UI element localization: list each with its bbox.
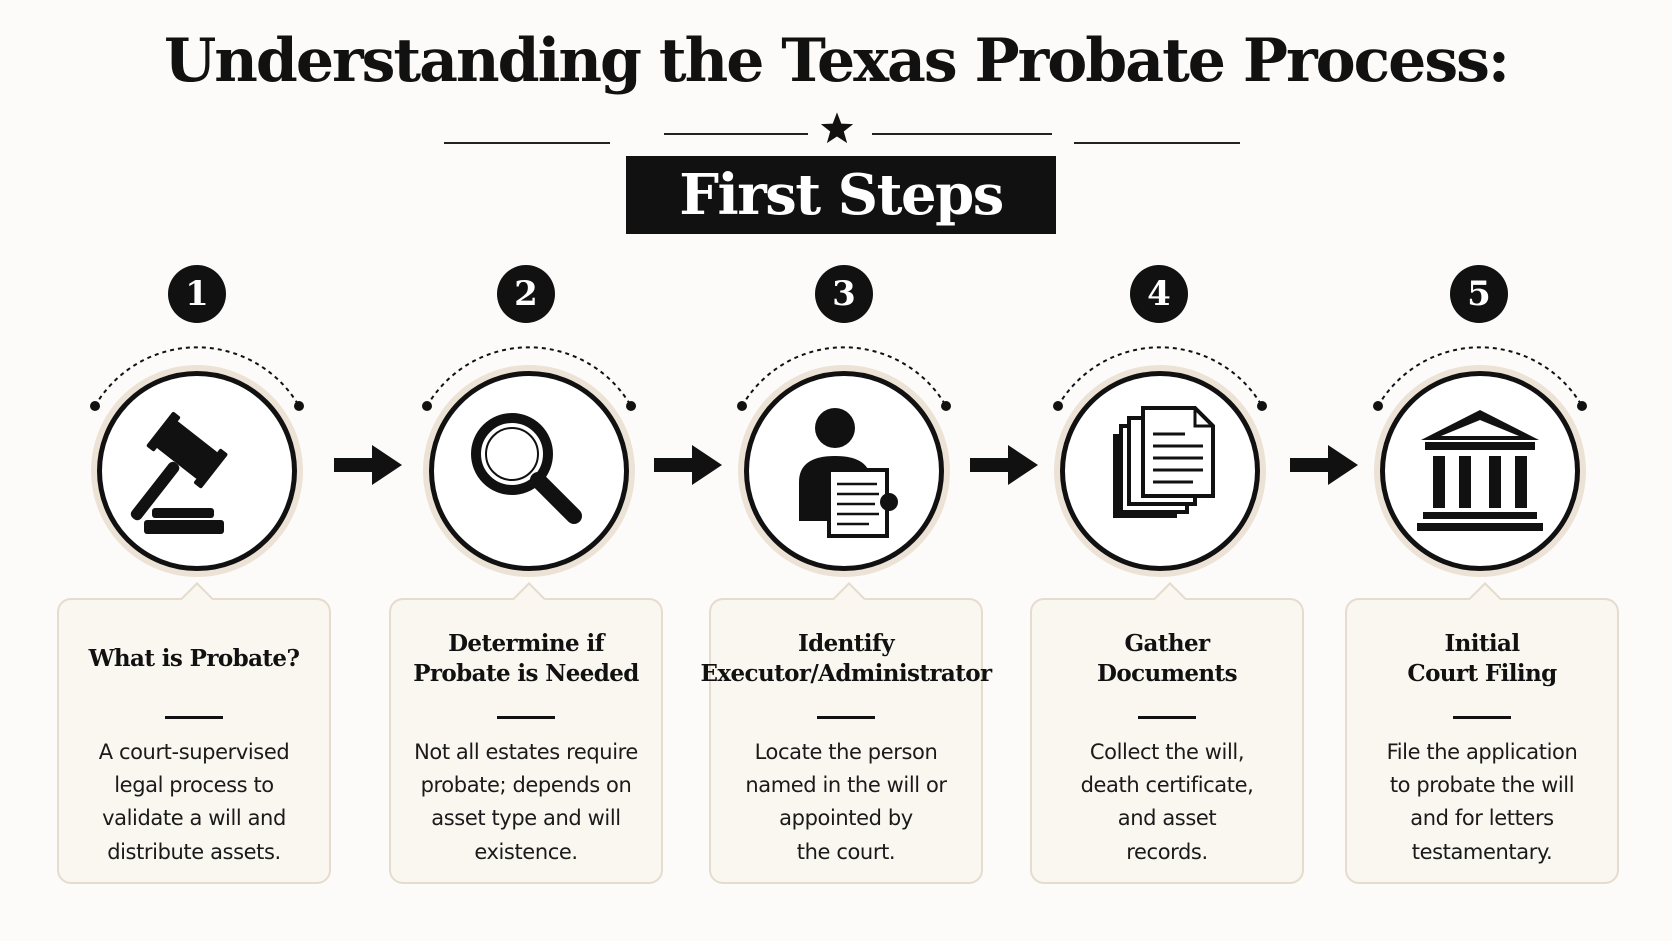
step-title: Identify Executor/Administrator bbox=[700, 630, 992, 687]
step-card: Initial Court Filing File the applicatio… bbox=[1345, 582, 1619, 884]
step-icon-circle bbox=[429, 371, 629, 571]
star-icon bbox=[820, 112, 854, 144]
step-description: Locate the person named in the will or a… bbox=[745, 740, 947, 864]
title-rule bbox=[497, 716, 555, 719]
page-title: Understanding the Texas Probate Process: bbox=[163, 26, 1510, 96]
magnifying-glass-icon bbox=[471, 413, 582, 524]
dotted-arc bbox=[1053, 346, 1267, 411]
dotted-arc bbox=[737, 346, 951, 411]
step-number-badge: 5 bbox=[1450, 265, 1508, 323]
step-description: File the application to probate the will… bbox=[1386, 740, 1578, 864]
step-icon-circle bbox=[744, 371, 944, 571]
arrow-right-icon bbox=[334, 445, 402, 485]
step-card: Identify Executor/Administrator Locate t… bbox=[700, 582, 992, 884]
dotted-arc bbox=[1373, 346, 1587, 411]
subtitle-banner: First Steps bbox=[626, 156, 1056, 234]
step-number-badge: 2 bbox=[497, 265, 555, 323]
step-title: What is Probate? bbox=[88, 645, 300, 673]
divider-line-left-outer bbox=[444, 142, 610, 144]
arrow-right-icon bbox=[970, 445, 1038, 485]
subtitle: First Steps bbox=[679, 162, 1004, 228]
documents-stack-icon bbox=[1113, 406, 1215, 518]
dotted-arc bbox=[90, 346, 304, 411]
dotted-arc bbox=[422, 346, 636, 411]
step-card: Determine if Probate is Needed Not all e… bbox=[389, 582, 663, 884]
step-description: A court-supervised legal process to vali… bbox=[98, 740, 290, 864]
step-number-badge: 3 bbox=[815, 265, 873, 323]
step-description: Not all estates require probate; depends… bbox=[414, 740, 638, 864]
step-title: Initial Court Filing bbox=[1407, 630, 1557, 687]
step-card: Gather Documents Collect the will, death… bbox=[1030, 582, 1304, 884]
courthouse-icon bbox=[1417, 410, 1543, 531]
person-with-document-icon bbox=[799, 408, 898, 538]
title-rule bbox=[165, 716, 223, 719]
divider-line-right-outer bbox=[1074, 142, 1240, 144]
title-rule bbox=[817, 716, 875, 719]
arrow-right-icon bbox=[1290, 445, 1358, 485]
step-title: Gather Documents bbox=[1097, 630, 1237, 687]
step-number-badge: 1 bbox=[168, 265, 226, 323]
step-description: Collect the will, death certificate, and… bbox=[1080, 740, 1254, 864]
title-rule bbox=[1138, 716, 1196, 719]
step-icon-circle bbox=[97, 371, 297, 571]
title-rule bbox=[1453, 716, 1511, 719]
step-card: What is Probate? A court-supervised lega… bbox=[57, 582, 331, 884]
gavel-icon bbox=[130, 411, 228, 534]
divider-line-left-inner bbox=[664, 133, 808, 135]
step-icon-circle bbox=[1060, 371, 1260, 571]
step-title: Determine if Probate is Needed bbox=[413, 630, 639, 687]
arrow-right-icon bbox=[654, 445, 722, 485]
step-number-badge: 4 bbox=[1130, 265, 1188, 323]
step-icon-circle bbox=[1380, 371, 1580, 571]
divider-line-right-inner bbox=[872, 133, 1052, 135]
